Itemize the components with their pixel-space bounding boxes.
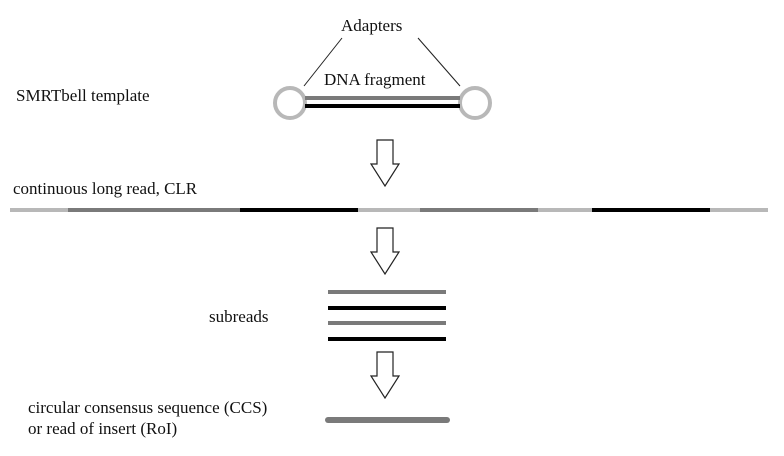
subreads-label: subreads bbox=[209, 307, 269, 326]
adapter-loop-right bbox=[458, 86, 492, 120]
adapter-pointer-right bbox=[417, 37, 461, 87]
adapters-label: Adapters bbox=[341, 16, 403, 35]
ccs-label-line1: circular consensus sequence (CCS) bbox=[28, 398, 268, 417]
adapter-loop-left bbox=[273, 86, 307, 120]
subreads-stack bbox=[328, 290, 446, 341]
adapter-pointer-left bbox=[303, 37, 343, 87]
smrtbell-template-label: SMRTbell template bbox=[16, 86, 150, 105]
down-arrow-2 bbox=[369, 227, 401, 276]
ccs-label-line2: or read of insert (RoI) bbox=[28, 419, 178, 438]
dna-fragment-label: DNA fragment bbox=[324, 70, 426, 89]
smrtbell-template bbox=[273, 86, 492, 120]
clr-label: continuous long read, CLR bbox=[13, 179, 198, 198]
down-arrow-1 bbox=[369, 139, 401, 188]
down-arrow-3 bbox=[369, 351, 401, 400]
